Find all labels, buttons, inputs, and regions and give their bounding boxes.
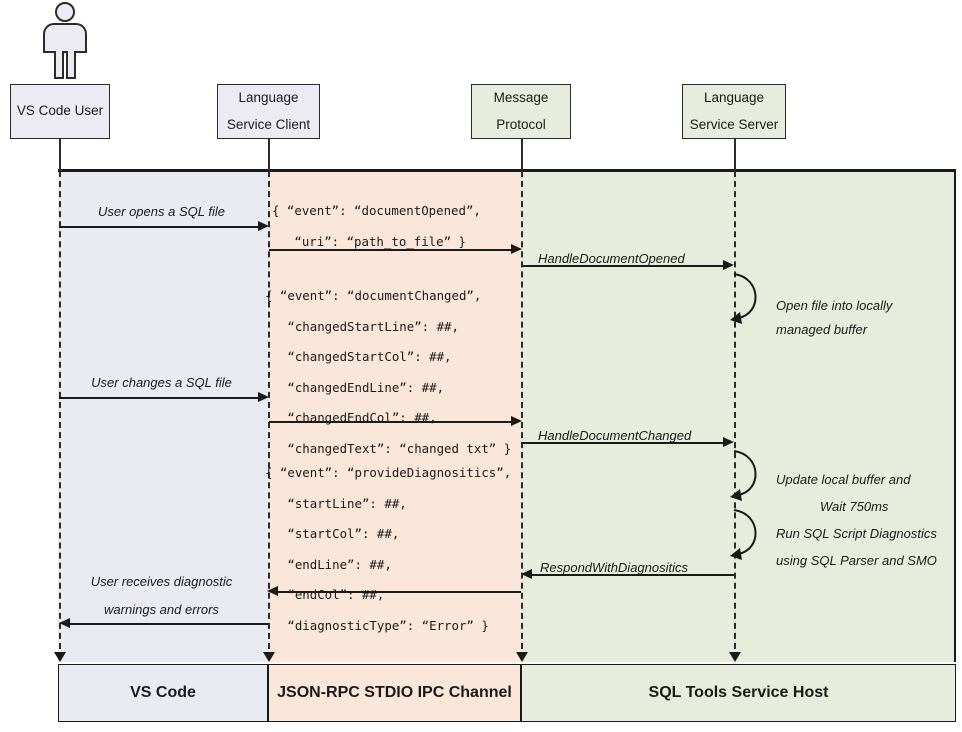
participant-language-service-client[interactable]: Language Service Client [217,84,320,139]
arrow-client-to-protocol-changed-line [269,421,512,423]
person-head [55,2,75,22]
arrow-user-receives-line [70,623,268,625]
arrow-client-to-protocol-opened-head [511,243,522,254]
arrow-respond-with-diagnostics-line [532,574,734,576]
self-loop-update-buffer [730,450,757,501]
lifeline-message-protocol [521,171,523,659]
arrow-user-changes-head [258,391,269,402]
person-leg-left [54,51,64,79]
note-open-file-line1: Open file into locally [776,298,893,313]
participant-language-service-server[interactable]: Language Service Server [682,84,786,139]
arrow-handle-document-opened-head [723,259,734,270]
participant-message-protocol[interactable]: Message Protocol [471,84,571,139]
lifeline-protocol-head [521,139,523,171]
arrow-down-vscode-user [54,652,66,662]
person-leg-right [66,51,76,79]
arrow-user-receives-head [59,617,70,628]
note-update-buffer-line2: Wait 750ms [820,499,889,514]
arrow-respond-with-diagnostics-head [521,568,532,579]
arrow-down-client [263,652,275,662]
note-open-file-line2: managed buffer [776,322,868,337]
label-respond-with-diagnostics: RespondWithDiagnositics [540,560,689,575]
label-user-changes: User changes a SQL file [91,375,232,390]
band-top-divider [58,169,956,172]
arrow-client-to-protocol-opened-line [269,249,512,251]
label-user-opens: User opens a SQL file [98,204,225,219]
payload-document-changed: { “event”: “documentChanged”, “changedSt… [265,288,512,456]
footer-service-host[interactable]: SQL Tools Service Host [521,664,956,722]
footer-ipc-label: JSON-RPC STDIO IPC Channel [277,684,512,701]
footer-vscode[interactable]: VS Code [58,664,268,722]
footer-ipc-channel[interactable]: JSON-RPC STDIO IPC Channel [268,664,521,722]
arrow-protocol-to-client-line [278,591,521,593]
arrow-handle-document-changed-line [522,442,724,444]
payload-document-opened: { “event”: “documentOpened”, “uri”: “pat… [272,203,481,249]
band-ipc-channel [268,171,521,662]
band-service-host [521,171,956,662]
person-icon [38,2,94,80]
note-update-buffer-line1: Update local buffer and [776,472,911,487]
lifeline-client-head [268,139,270,171]
arrow-user-opens-line [59,226,259,228]
arrow-down-server [729,652,741,662]
self-loop-open-file [730,273,757,324]
self-loop-run-diagnostics [730,509,757,560]
participant-language-service-server-line1: Language [703,90,765,106]
note-run-diagnostics-line2: using SQL Parser and SMO [776,553,937,568]
arrow-protocol-to-client-head [267,585,278,596]
lifeline-language-service-client [268,171,270,659]
label-user-receives-line2: warnings and errors [104,602,219,617]
arrow-client-to-protocol-changed-head [511,415,522,426]
participant-language-service-client-line2: Service Client [226,116,311,132]
payload-provide-diagnostics: { “event”: “provideDiagnositics”, “start… [265,465,512,633]
participant-language-service-server-line2: Service Server [689,116,779,132]
participant-message-protocol-line1: Message [493,90,549,106]
footer-vscode-label: VS Code [130,684,196,701]
participant-vscode-user-label: VS Code User [16,103,104,119]
band-right-divider [954,169,956,662]
label-user-receives-line1: User receives diagnostic [90,574,233,589]
arrow-user-opens-head [258,220,269,231]
arrow-handle-document-opened-line [522,265,724,267]
lifeline-vscode-user [59,171,61,659]
band-vscode [58,171,268,662]
lifeline-server-head [734,139,736,171]
label-handle-document-changed: HandleDocumentChanged [538,428,692,443]
arrow-handle-document-changed-head [723,436,734,447]
participant-vscode-user[interactable]: VS Code User [10,84,110,139]
participant-language-service-client-line1: Language [238,90,299,106]
participant-message-protocol-line2: Protocol [496,116,546,132]
label-handle-document-opened: HandleDocumentOpened [538,251,685,266]
person-torso [43,23,87,53]
arrow-user-changes-line [59,397,259,399]
lifeline-language-service-server [734,171,736,659]
arrow-down-protocol [516,652,528,662]
note-run-diagnostics-line1: Run SQL Script Diagnostics [776,526,937,541]
footer-host-label: SQL Tools Service Host [648,684,829,701]
lifeline-vscode-user-head [59,139,61,171]
